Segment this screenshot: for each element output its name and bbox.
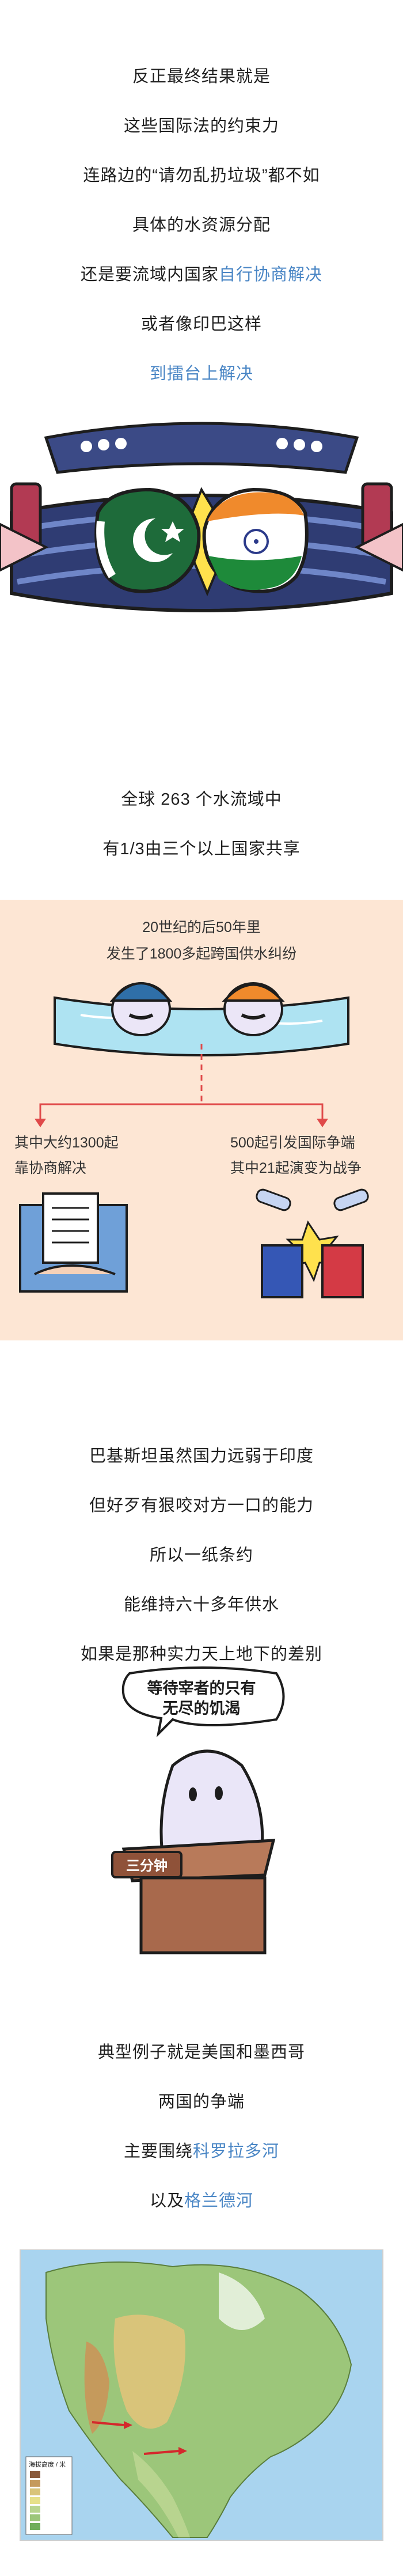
text-line: 全球 263 个水流域中 bbox=[121, 790, 282, 809]
left-branch-text: 其中大约1300起 靠协商解决 bbox=[14, 1130, 119, 1181]
podium-base bbox=[139, 1876, 267, 1954]
text-line: 主要围绕科罗拉多河 bbox=[0, 2127, 403, 2176]
elevation-legend bbox=[25, 2456, 73, 2535]
text-line: 典型例子就是美国和墨西哥 bbox=[97, 2043, 305, 2062]
legend-title: 海拔高度 / 米 bbox=[29, 2460, 66, 2468]
handshake-document-icon bbox=[19, 1192, 128, 1293]
highlight-text: 格兰德河 bbox=[184, 2192, 254, 2210]
boxing-ring-illustration bbox=[0, 403, 403, 645]
text-line: 两国的争端 bbox=[158, 2093, 245, 2111]
speech-bubble bbox=[121, 1666, 285, 1737]
north-america-map: 海拔高度 / 米 bbox=[0, 2249, 403, 2549]
text-line: 或者像印巴这样 bbox=[140, 315, 262, 334]
text-line: 具体的水资源分配 bbox=[132, 216, 271, 234]
text-segment: 还是要流域内国家 bbox=[80, 266, 219, 284]
right-branch-text: 500起引发国际争端 其中21起演变为战争 bbox=[230, 1130, 362, 1181]
left-branch-line: 其中大约1300起 bbox=[14, 1135, 119, 1151]
text-line: 巴基斯坦虽然国力远弱于印度 bbox=[89, 1447, 314, 1465]
left-branch-line: 靠协商解决 bbox=[14, 1160, 87, 1176]
india-glove bbox=[202, 487, 309, 593]
us-mexico-text-block: 典型例子就是美国和墨西哥 两国的争端 主要围绕科罗拉多河 以及格兰德河 bbox=[0, 2028, 403, 2226]
text-line: 这些国际法的约束力 bbox=[123, 117, 279, 135]
text-line: 但好歹有狠咬对方一口的能力 bbox=[89, 1497, 314, 1515]
light-bulb bbox=[81, 441, 92, 452]
stats-illustration bbox=[19, 982, 369, 1298]
text-line: 有1/3由三个以上国家共享 bbox=[102, 840, 301, 858]
highlight-text: 自行协商解决 bbox=[219, 266, 323, 284]
highlight-text: 科罗拉多河 bbox=[193, 2142, 280, 2161]
rio-grande-marker bbox=[143, 2450, 179, 2455]
text-line: 还是要流域内国家自行协商解决 bbox=[0, 250, 403, 300]
text-line: 所以一纸条约 bbox=[149, 1546, 253, 1564]
right-branch-line: 500起引发国际争端 bbox=[230, 1135, 355, 1151]
arguing-character-left bbox=[109, 982, 173, 1036]
pakistan-glove bbox=[94, 487, 201, 593]
podium-label: 三分钟 bbox=[126, 1858, 168, 1874]
text-line: 反正最终结果就是 bbox=[132, 67, 271, 86]
podium-character-illustration: 等待宰者的只有 无尽的饥渴 三分钟 bbox=[0, 1662, 403, 1967]
bubble-text-line1: 等待宰者的只有 bbox=[147, 1679, 256, 1697]
text-line: 以及格兰德河 bbox=[0, 2176, 403, 2226]
right-branch-line: 其中21起演变为战争 bbox=[230, 1160, 362, 1176]
basin-text-block: 全球 263 个水流域中 有1/3由三个以上国家共享 bbox=[0, 775, 403, 874]
pakistan-india-text-block: 巴基斯坦虽然国力远弱于印度 但好歹有狠咬对方一口的能力 所以一纸条约 能维持六十… bbox=[0, 1431, 403, 1679]
highlight-text: 到擂台上解决 bbox=[149, 365, 253, 383]
text-line: 连路边的“请勿乱扔垃圾”都不如 bbox=[83, 166, 320, 185]
text-segment: 以及 bbox=[149, 2192, 184, 2210]
conflict-icon bbox=[256, 1188, 369, 1298]
dispute-stats-panel: 20世纪的后50年里 发生了1800多起跨国供水纠纷 bbox=[0, 900, 403, 1340]
arguing-character-right bbox=[222, 982, 285, 1036]
text-segment: 主要围绕 bbox=[123, 2142, 193, 2161]
stats-top-line: 发生了1800多起跨国供水纠纷 bbox=[106, 946, 297, 962]
text-line: 如果是那种实力天上地下的差别 bbox=[80, 1645, 322, 1664]
text-line: 能维持六十多年供水 bbox=[123, 1596, 279, 1614]
colorado-river-marker bbox=[92, 2421, 124, 2426]
stats-top-line: 20世纪的后50年里 bbox=[142, 919, 261, 935]
intro-text-block: 反正最终结果就是 这些国际法的约束力 连路边的“请勿乱扔垃圾”都不如 具体的水资… bbox=[0, 52, 403, 399]
bubble-text-line2: 无尽的饥渴 bbox=[163, 1699, 241, 1717]
